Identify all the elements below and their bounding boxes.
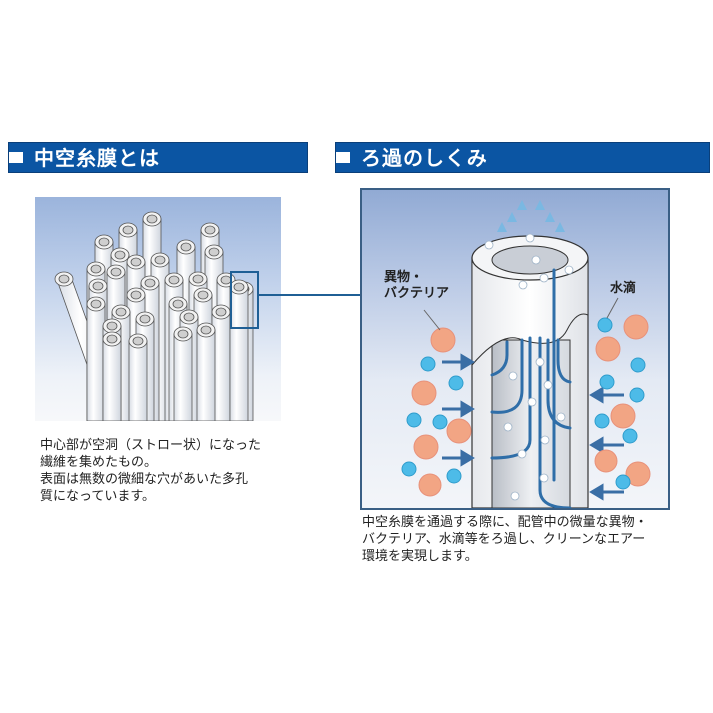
label-line: 異物・ — [384, 270, 424, 285]
description-line: 環境を実現します。 — [362, 549, 478, 564]
hollow-fiber-bundle-illustration — [35, 197, 281, 421]
description-line: 中空糸膜を通過する際に、配管中の微量な異物・ — [362, 515, 648, 530]
section-title: ろ過のしくみ — [361, 146, 488, 170]
section-title: 中空糸膜とは — [34, 146, 160, 170]
section-header-hollow-fiber: 中空糸膜とは — [8, 142, 308, 173]
description-line: 質になっています。 — [40, 489, 156, 504]
water-droplet-label: 水滴 — [610, 281, 637, 296]
filtration-description: 中空糸膜を通過する際に、配管中の微量な異物・ バクテリア、水滴等をろ過し、クリー… — [362, 514, 692, 565]
description-line: バクテリア、水滴等をろ過し、クリーンなエアー — [362, 532, 646, 547]
contaminant-label: 異物・ バクテリア — [384, 270, 449, 302]
callout-connector-line — [259, 294, 361, 296]
filtration-mechanism-illustration: 異物・ バクテリア 水滴 — [360, 188, 670, 510]
header-tab-marker — [336, 152, 350, 163]
description-line: 表面は無数の微細な穴があいた多孔 — [40, 472, 249, 487]
hollow-fiber-description: 中心部が空洞（ストロー状）になった 繊維を集めたもの。 表面は無数の微細な穴があ… — [40, 437, 330, 505]
description-line: 中心部が空洞（ストロー状）になった — [40, 438, 262, 453]
description-line: 繊維を集めたもの。 — [40, 455, 158, 470]
section-header-filtration: ろ過のしくみ — [335, 142, 710, 173]
header-tab-marker — [9, 152, 23, 163]
label-line: バクテリア — [384, 286, 450, 301]
callout-highlight-box — [230, 271, 259, 329]
